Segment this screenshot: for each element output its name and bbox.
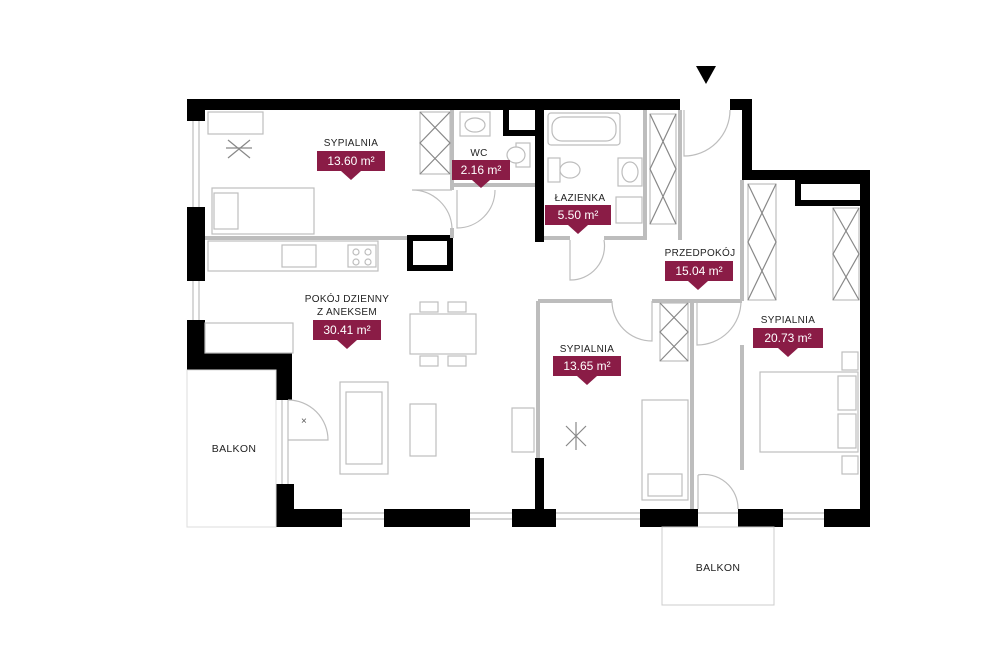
room-name-bedroom-2: SYPIALNIA [560,344,614,355]
windows [192,121,824,520]
balcony-label-left: BALKON [212,443,256,455]
entrance-arrow-icon [696,66,716,84]
svg-text:15.04 m²: 15.04 m² [675,264,722,278]
area-badge-wc: 2.16 m² [452,160,510,188]
doors [287,109,742,510]
furniture: × [204,111,860,501]
balconies: BALKON BALKON [186,369,775,606]
svg-text:13.65 m²: 13.65 m² [563,359,610,373]
svg-text:30.41 m²: 30.41 m² [323,323,370,337]
balcony-left [186,369,277,528]
area-badge-hall: 15.04 m² [665,261,733,290]
room-name-wc: WC [470,148,487,159]
svg-text:13.60 m²: 13.60 m² [327,154,374,168]
room-name-living-line1: POKÓJ DZIENNY [305,292,389,305]
exterior-walls [187,99,870,527]
room-name-bathroom: ŁAZIENKA [555,193,606,204]
room-name-bedroom-1: SYPIALNIA [324,138,378,149]
room-name-hall: PRZEDPOKÓJ [665,246,736,259]
area-badge-living: 30.41 m² [313,320,381,349]
svg-text:×: × [301,416,307,427]
svg-text:20.73 m²: 20.73 m² [764,331,811,345]
svg-text:5.50 m²: 5.50 m² [558,208,599,222]
balcony-right [661,526,775,606]
partition-walls [205,110,744,509]
balcony-label-right: BALKON [696,562,740,574]
area-badge-bedroom-3: 20.73 m² [753,328,823,357]
svg-text:2.16 m²: 2.16 m² [461,163,502,177]
area-badge-bathroom: 5.50 m² [545,205,611,234]
room-name-bedroom-3: SYPIALNIA [761,315,815,326]
room-labels: SYPIALNIA 13.60 m² WC 2.16 m² ŁAZIENKA 5… [305,138,823,385]
area-badge-bedroom-1: 13.60 m² [317,151,385,180]
room-name-living-line2: Z ANEKSEM [317,307,377,318]
area-badge-bedroom-2: 13.65 m² [553,356,621,385]
